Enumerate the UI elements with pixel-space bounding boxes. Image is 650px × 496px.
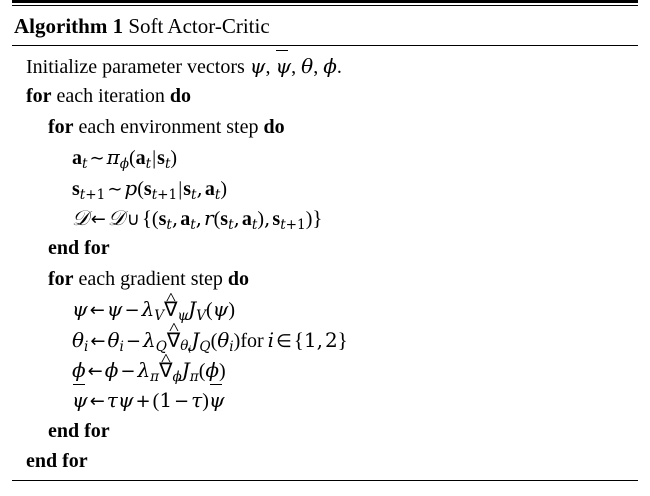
- keyword-for-gradient: for: [48, 267, 74, 290]
- line-for-iteration: for each iteration do: [12, 81, 638, 111]
- algorithm-number-label: Algorithm 1: [14, 14, 124, 38]
- line-for-gradient-step: for each gradient step do: [12, 264, 638, 294]
- comma-3: ,: [313, 56, 319, 78]
- theta-suffix-for: for: [240, 329, 264, 352]
- period-1: .: [336, 56, 342, 78]
- symbol-psi: ψ: [249, 54, 266, 78]
- line-initialize: Initialize parameter vectors ψ, ψ, θ, ϕ.: [12, 49, 638, 81]
- line-for-env-step: for each environment step do: [12, 112, 638, 142]
- line-end-for-iteration: end for: [12, 446, 638, 476]
- for-iteration-text: each iteration: [56, 85, 165, 108]
- title-separator-rule: [12, 45, 638, 46]
- line-replay-buffer: 𝒟←𝒟∪{(st, at, r(st, at), st+1)}: [12, 203, 638, 233]
- top-rule-lower: [12, 5, 638, 6]
- line-sample-state: st+1∼p(st+1|st, at): [12, 173, 638, 203]
- initialize-text: Initialize parameter vectors: [26, 56, 245, 78]
- symbol-phi: ϕ: [323, 54, 337, 78]
- expr-sample-state: st+1∼p(st+1|st, at): [72, 175, 227, 203]
- symbol-theta: θ: [301, 54, 314, 78]
- comma-2: ,: [291, 56, 297, 78]
- keyword-do-env: do: [263, 115, 285, 138]
- bottom-rule: [12, 480, 638, 482]
- for-gradient-text: each gradient step: [78, 267, 223, 290]
- symbol-psi-bar: ψ: [275, 49, 291, 78]
- line-end-for-env: end for: [12, 233, 638, 263]
- expr-update-theta: θi←θi−λQ∇θiJQ(θi): [72, 328, 240, 355]
- line-end-for-gradient: end for: [12, 416, 638, 446]
- line-update-theta: θi←θi−λQ∇θiJQ(θi)for i∈{1, 2}: [12, 325, 638, 355]
- algorithm-body: Initialize parameter vectors ψ, ψ, θ, ϕ.…: [12, 46, 638, 476]
- algorithm-title: Algorithm 1 Soft Actor-Critic: [12, 6, 638, 45]
- top-rule-upper: [12, 0, 638, 3]
- expr-update-psi-bar: ψ←τψ+(1−τ)ψ: [72, 384, 225, 412]
- keyword-for-env: for: [48, 115, 74, 138]
- expr-update-phi: ϕ←ϕ−λπ∇ϕJπ(ϕ): [72, 358, 226, 384]
- keyword-do-iteration: do: [169, 85, 191, 108]
- expr-update-psi: ψ←ψ−λV∇ψJV(ψ): [72, 297, 235, 323]
- for-env-text: each environment step: [78, 115, 259, 138]
- line-update-psi: ψ←ψ−λV∇ψJV(ψ): [12, 294, 638, 324]
- keyword-for-iteration: for: [26, 85, 52, 108]
- keyword-end-for-iteration: end for: [26, 450, 88, 473]
- line-update-psi-bar: ψ←τψ+(1−τ)ψ: [12, 384, 638, 415]
- expr-theta-index-set: i∈{1, 2}: [267, 327, 348, 352]
- keyword-end-for-gradient: end for: [48, 419, 110, 442]
- line-update-phi: ϕ←ϕ−λπ∇ϕJπ(ϕ): [12, 355, 638, 385]
- algorithm-name: Soft Actor-Critic: [128, 14, 270, 38]
- keyword-do-gradient: do: [227, 267, 250, 290]
- keyword-end-for-env: end for: [48, 237, 110, 260]
- expr-replay-buffer: 𝒟←𝒟∪{(st, at, r(st, at), st+1)}: [72, 205, 323, 233]
- expr-sample-action: at∼πϕ(at|st): [72, 145, 178, 172]
- comma-1: ,: [265, 56, 271, 78]
- line-sample-action: at∼πϕ(at|st): [12, 142, 638, 172]
